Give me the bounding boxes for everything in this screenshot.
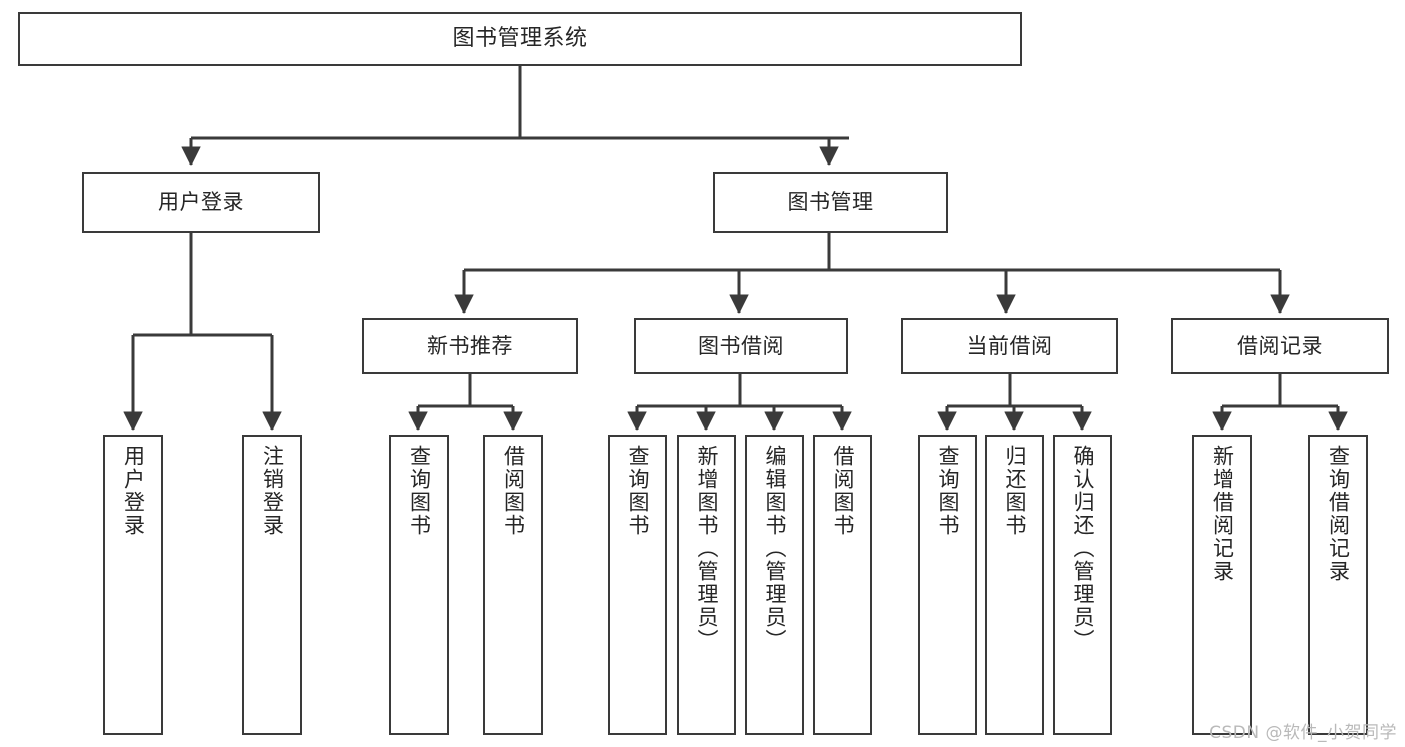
- node-label: 查询图书: [936, 445, 960, 537]
- node-label: 查询图书: [407, 445, 432, 537]
- node-label: 查询借阅记录: [1326, 445, 1351, 583]
- node-label: 图书借阅: [698, 333, 784, 358]
- leaf-search-book-borrow[interactable]: 查询图书: [608, 435, 667, 735]
- leaf-search-book-new[interactable]: 查询图书: [389, 435, 449, 735]
- node-label: 新增借阅记录: [1210, 445, 1235, 583]
- node-label: 图书管理: [787, 190, 874, 215]
- leaf-return-book[interactable]: 归还图书: [985, 435, 1044, 735]
- node-label: 借阅图书: [831, 445, 855, 537]
- node-label: 新增图书（管理员）: [695, 445, 719, 652]
- node-new-book-recommend[interactable]: 新书推荐: [362, 318, 578, 374]
- node-label: 借阅记录: [1237, 333, 1323, 358]
- leaf-add-book-admin[interactable]: 新增图书（管理员）: [677, 435, 736, 735]
- leaf-confirm-return-admin[interactable]: 确认归还（管理员）: [1053, 435, 1112, 735]
- leaf-borrow-book[interactable]: 借阅图书: [813, 435, 872, 735]
- node-label: 确认归还（管理员）: [1071, 445, 1095, 652]
- node-book-management[interactable]: 图书管理: [713, 172, 948, 233]
- leaf-search-borrow-record[interactable]: 查询借阅记录: [1308, 435, 1368, 735]
- node-label: 归还图书: [1003, 445, 1027, 537]
- node-borrow-record[interactable]: 借阅记录: [1171, 318, 1389, 374]
- node-label: 查询图书: [626, 445, 650, 537]
- node-label: 编辑图书（管理员）: [763, 445, 787, 652]
- node-label: 借阅图书: [501, 445, 526, 537]
- node-root-system[interactable]: 图书管理系统: [18, 12, 1022, 66]
- node-label: 注销登录: [260, 445, 285, 537]
- csdn-watermark: CSDN @软件_小贺同学: [1209, 723, 1397, 743]
- node-label: 用户登录: [158, 190, 244, 215]
- node-label: 当前借阅: [966, 333, 1053, 358]
- leaf-search-book-current[interactable]: 查询图书: [918, 435, 977, 735]
- leaf-logout[interactable]: 注销登录: [242, 435, 302, 735]
- leaf-user-login[interactable]: 用户登录: [103, 435, 163, 735]
- leaf-edit-book-admin[interactable]: 编辑图书（管理员）: [745, 435, 804, 735]
- node-book-borrow[interactable]: 图书借阅: [634, 318, 848, 374]
- node-current-borrow[interactable]: 当前借阅: [901, 318, 1118, 374]
- node-label: 图书管理系统: [452, 26, 588, 52]
- node-label: 新书推荐: [427, 333, 513, 358]
- leaf-borrow-book-new[interactable]: 借阅图书: [483, 435, 543, 735]
- node-label: 用户登录: [121, 445, 146, 537]
- leaf-add-borrow-record[interactable]: 新增借阅记录: [1192, 435, 1252, 735]
- node-user-login[interactable]: 用户登录: [82, 172, 320, 233]
